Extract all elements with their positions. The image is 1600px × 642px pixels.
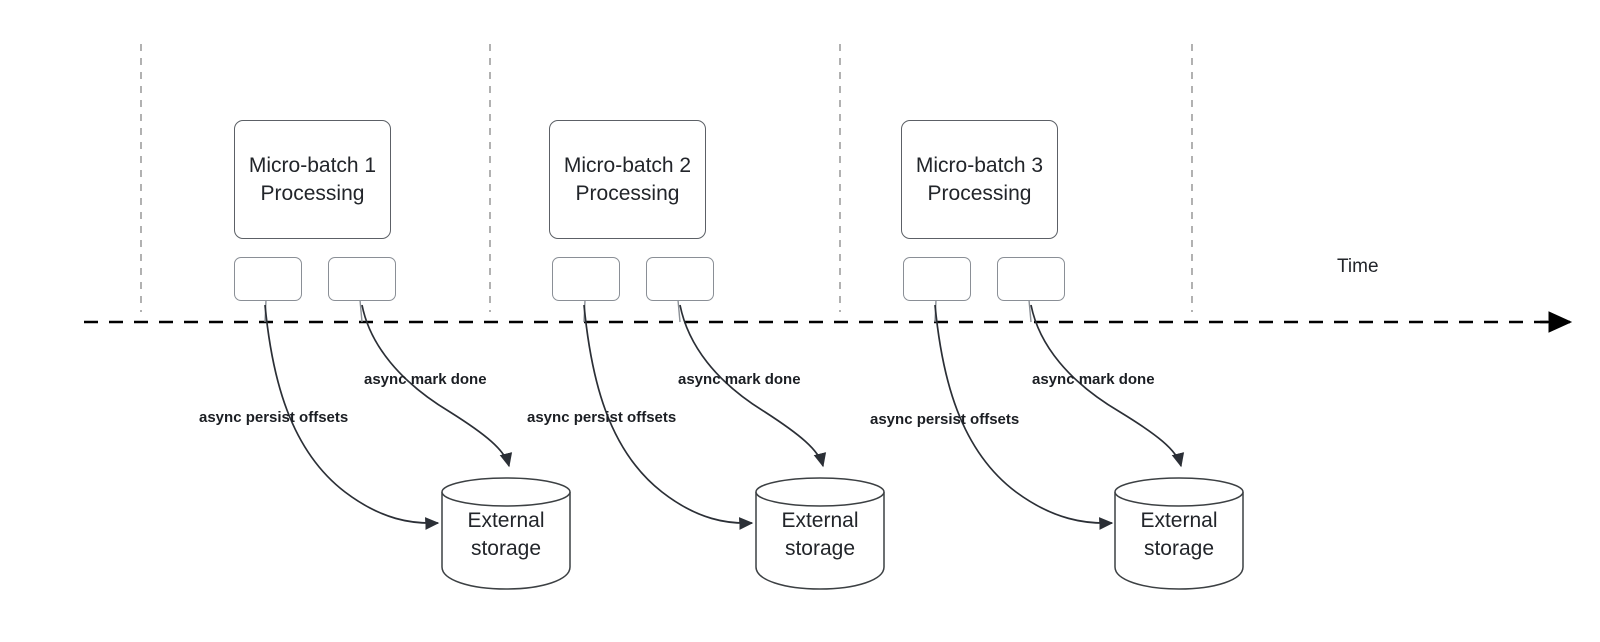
micro-batch-1-title-line1: Micro-batch 1 [248, 153, 377, 177]
external-storage-3-shape [1114, 477, 1244, 590]
mark-done-2-edge [679, 304, 827, 468]
task-1a-box[interactable] [234, 257, 302, 301]
mark-done-2-label: async mark done [678, 371, 801, 388]
persist-offsets-1-edge [264, 304, 440, 530]
external-storage-2-line2: storage [784, 536, 856, 560]
persist-offsets-3-edge [934, 304, 1114, 530]
task-2b-box[interactable] [646, 257, 714, 301]
persist-offsets-2-edge [583, 304, 754, 530]
task-3a-box[interactable] [903, 257, 971, 301]
task-1b-box[interactable] [328, 257, 396, 301]
mark-done-3-edge [1030, 304, 1185, 468]
micro-batch-1-box[interactable]: Micro-batch 1 Processing [234, 120, 391, 239]
mark-done-3-label: async mark done [1032, 371, 1155, 388]
mark-done-1-edge [361, 304, 513, 468]
external-storage-1-shape [441, 477, 571, 590]
external-storage-3-line2: storage [1143, 536, 1215, 560]
persist-offsets-2-label: async persist offsets [527, 409, 677, 426]
persist-offsets-1-label: async persist offsets [199, 409, 349, 426]
external-storage-3-label: External storage [1119, 507, 1239, 562]
persist-offsets-3-label: async persist offsets [870, 411, 1020, 428]
micro-batch-2-box[interactable]: Micro-batch 2 Processing [549, 120, 706, 239]
time-axis-label: Time [1337, 256, 1379, 277]
external-storage-2-line1: External [781, 509, 859, 532]
external-storage-3-line1: External [1140, 509, 1218, 532]
external-storage-2-shape [755, 477, 885, 590]
micro-batch-2-title-line2: Processing [575, 181, 680, 205]
external-storage-1-label: External storage [446, 507, 566, 562]
task-stems [264, 299, 1032, 323]
micro-batch-3-title-line1: Micro-batch 3 [915, 153, 1044, 177]
micro-batch-3-box[interactable]: Micro-batch 3 Processing [901, 120, 1058, 239]
micro-batch-3-title-line2: Processing [927, 181, 1032, 205]
mark-done-1-label: async mark done [364, 371, 487, 388]
micro-batch-2-title-line1: Micro-batch 2 [563, 153, 692, 177]
task-2a-box[interactable] [552, 257, 620, 301]
external-storage-1-line2: storage [470, 536, 542, 560]
external-storage-1-line1: External [467, 509, 545, 532]
micro-batch-1-title-line2: Processing [260, 181, 365, 205]
external-storage-2-label: External storage [760, 507, 880, 562]
task-3b-box[interactable] [997, 257, 1065, 301]
